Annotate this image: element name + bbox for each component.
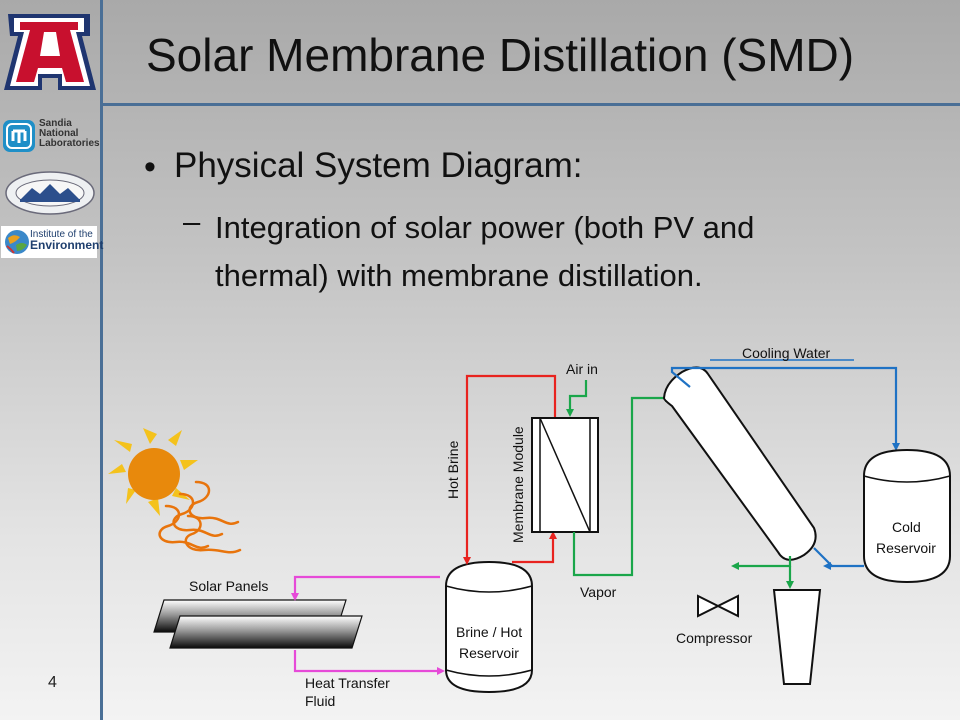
ioe-line-1: Institute of the bbox=[30, 229, 93, 240]
ioe-text: Institute of the Environment bbox=[30, 229, 103, 252]
sun-icon bbox=[108, 428, 198, 516]
cold-reservoir-label-2: Reservoir bbox=[876, 540, 936, 556]
sandia-line-3: Laboratories bbox=[39, 138, 100, 149]
sandia-line-1: Sandia bbox=[39, 118, 72, 129]
solar-panels-label: Solar Panels bbox=[189, 578, 268, 594]
sandia-thunderbird-icon bbox=[3, 120, 35, 152]
bullet-text: Physical System Diagram: bbox=[174, 146, 583, 185]
bullet-marker: • bbox=[144, 148, 156, 186]
doi-seal-logo bbox=[5, 171, 95, 215]
ioe-line-2: Environment bbox=[30, 238, 104, 252]
ioe-logo bbox=[1, 226, 97, 258]
cold-reservoir bbox=[863, 448, 951, 584]
cooling-water-supply-line bbox=[813, 547, 864, 568]
heat-transfer-label-1: Heat Transfer bbox=[305, 675, 390, 691]
sandia-line-2: National bbox=[39, 128, 79, 139]
valve-icon bbox=[697, 594, 739, 618]
slide-title: Solar Membrane Distillation (SMD) bbox=[146, 29, 855, 81]
brine-return-line bbox=[512, 531, 557, 564]
cooling-water-return-line bbox=[670, 366, 900, 451]
sub-bullet-marker: – bbox=[183, 204, 201, 239]
condenser-column bbox=[662, 366, 817, 561]
left-divider-line bbox=[100, 0, 103, 720]
heat-waves-icon bbox=[158, 480, 242, 554]
university-logo bbox=[4, 14, 96, 90]
cooling-water-label: Cooling Water bbox=[742, 345, 831, 361]
brine-reservoir-label-1: Brine / Hot bbox=[456, 624, 522, 640]
vapor-line bbox=[572, 394, 673, 577]
membrane-module bbox=[531, 417, 599, 533]
sandia-text: Sandia National Laboratories bbox=[39, 119, 100, 149]
brine-reservoir-label-2: Reservoir bbox=[459, 645, 519, 661]
globe-icon bbox=[5, 230, 29, 254]
title-divider-line bbox=[100, 103, 960, 106]
air-in-line bbox=[566, 380, 588, 417]
heat-transfer-label-2: Fluid bbox=[305, 693, 335, 709]
air-in-label: Air in bbox=[566, 361, 598, 377]
brine-hot-reservoir bbox=[445, 560, 533, 694]
sandia-logo bbox=[0, 117, 98, 157]
compressor bbox=[772, 589, 822, 685]
membrane-module-label: Membrane Module bbox=[510, 426, 526, 543]
compressor-label: Compressor bbox=[676, 630, 753, 646]
heat-transfer-return-line bbox=[293, 650, 445, 675]
hot-brine-label: Hot Brine bbox=[445, 440, 461, 499]
heat-transfer-supply-line bbox=[291, 575, 440, 601]
solar-panels bbox=[153, 599, 363, 649]
sub-bullet-text: Integration of solar power (both PV and … bbox=[215, 210, 755, 293]
slide-number: 4 bbox=[48, 674, 57, 691]
vapor-label: Vapor bbox=[580, 584, 617, 600]
cold-reservoir-label-1: Cold bbox=[892, 519, 921, 535]
